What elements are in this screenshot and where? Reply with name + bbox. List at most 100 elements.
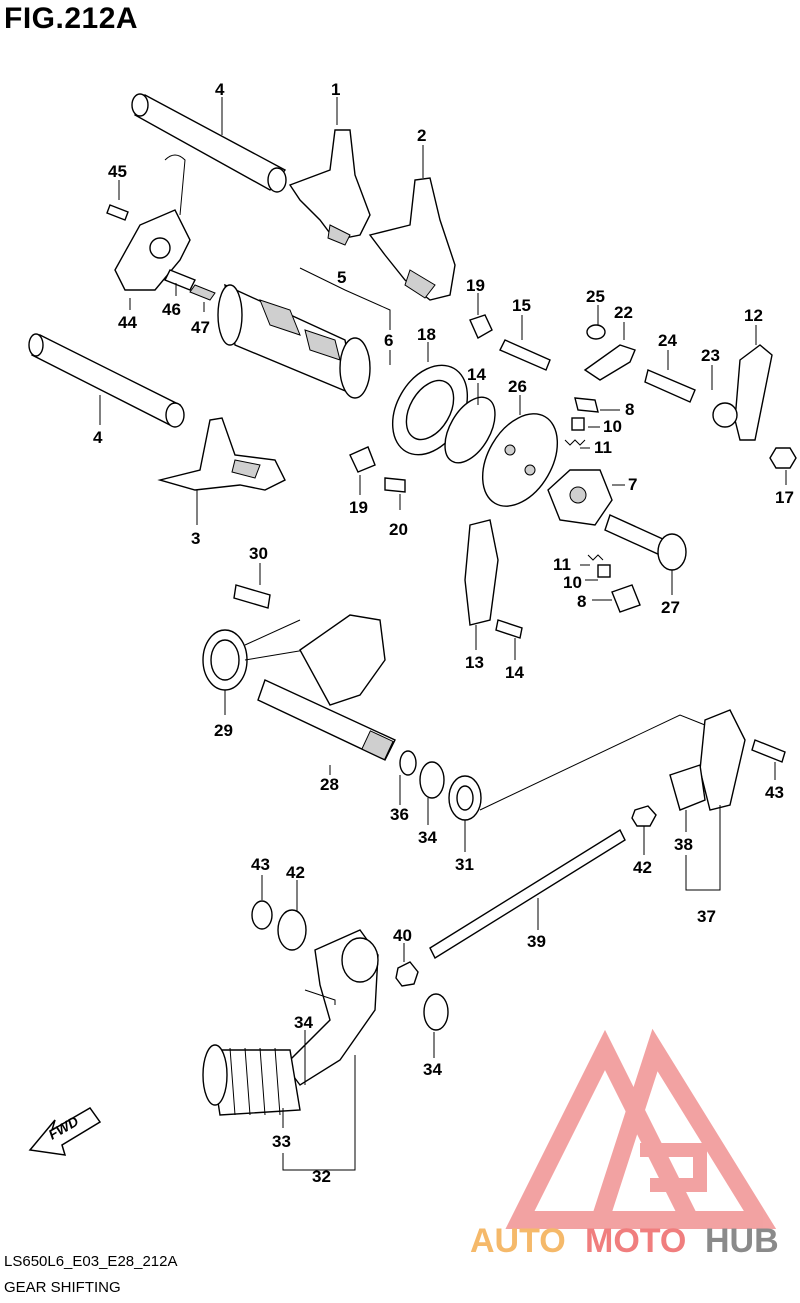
- callout-37: 38: [674, 835, 693, 854]
- part-nut-39: [395, 961, 419, 987]
- part-spring-22: [712, 402, 738, 428]
- part-washer-24: [586, 324, 606, 340]
- figure-code: LS650L6_E03_E28_212A: [4, 1253, 178, 1270]
- watermark-hub: HUB: [705, 1222, 779, 1260]
- callout-30: 31: [455, 855, 474, 874]
- callout-45: 45: [108, 162, 127, 181]
- watermark-text: AUTO MOTO HUB: [470, 1222, 779, 1260]
- part-rod-38: [429, 829, 626, 959]
- callout-21: 22: [614, 303, 633, 322]
- part-bolt-29: [233, 584, 271, 609]
- callout-19-lower: 19: [349, 498, 368, 517]
- watermark-moto: MOTO: [585, 1222, 686, 1260]
- part-fork-3: [157, 417, 286, 491]
- callout-2: 2: [417, 126, 426, 145]
- callout-12: 12: [744, 306, 763, 325]
- part-spring-11-lower: [587, 554, 604, 561]
- callout-32: 33: [272, 1132, 291, 1151]
- part-screw-14: [495, 619, 523, 639]
- callout-39: 40: [393, 926, 412, 945]
- callout-11-upper: 11: [594, 438, 612, 457]
- callout-36: 37: [697, 907, 716, 926]
- callout-29: 30: [249, 544, 268, 563]
- part-washer-42: [277, 909, 307, 951]
- callout-6: 6: [384, 331, 393, 350]
- callout-19-upper: 19: [466, 276, 485, 295]
- part-rubber-32: [202, 1044, 301, 1116]
- part-pin-10-lower: [597, 564, 611, 578]
- callout-16: 15: [512, 296, 531, 315]
- callout-25: 26: [508, 377, 527, 396]
- part-stopper-8: [611, 584, 641, 613]
- part-cam-drum-5: [217, 283, 371, 399]
- callout-43: 43: [251, 855, 270, 874]
- callout-34-upper: 34: [418, 828, 437, 847]
- callout-22: 23: [701, 346, 720, 365]
- callout-8: 8: [577, 592, 586, 611]
- callout-44: 44: [118, 313, 137, 332]
- callout-27: 28: [320, 775, 339, 794]
- part-spring-11: [564, 439, 586, 446]
- callout-17: 17: [775, 488, 794, 507]
- callout-4-upper: 4: [215, 80, 225, 99]
- watermark-auto: AUTO: [470, 1222, 566, 1260]
- part-screw-20: [384, 477, 406, 493]
- callout-23: 24: [658, 331, 677, 350]
- part-spring-28: [202, 619, 306, 691]
- callout-18: 18: [417, 325, 436, 344]
- callout-40: 42: [633, 858, 652, 877]
- watermark-logo: [505, 1028, 777, 1229]
- part-pin-16: [499, 339, 551, 371]
- callout-28: 29: [214, 721, 233, 740]
- part-washer-34-lower: [423, 993, 449, 1031]
- leader-lines: [99, 97, 787, 1171]
- part-stopper-9: [574, 397, 599, 413]
- part-seal-30: [448, 775, 482, 821]
- callout-31: 32: [312, 1167, 331, 1186]
- callout-34-lower: 34: [423, 1060, 442, 1079]
- part-clip-43: [251, 900, 273, 930]
- part-lever-37: [669, 709, 746, 811]
- part-plate-19-upper: [469, 314, 493, 339]
- callout-7: 7: [628, 475, 637, 494]
- part-bolt-26: [604, 514, 687, 571]
- callout-4-lower: 4: [93, 428, 103, 447]
- callout-5: 5: [337, 268, 346, 287]
- callout-26: 27: [661, 598, 680, 617]
- part-shaft-4-upper: [131, 93, 287, 193]
- callout-9: 8: [625, 400, 634, 419]
- part-clip-35: [399, 750, 417, 776]
- callout-13: 13: [465, 653, 484, 672]
- part-plate-13: [464, 519, 499, 626]
- part-washer-34-upper: [419, 761, 445, 799]
- part-nut-17: [769, 447, 797, 469]
- callout-20: 20: [389, 520, 408, 539]
- part-ring-15: [444, 396, 496, 464]
- callout-1: 1: [331, 80, 340, 99]
- part-bolt-23: [644, 369, 696, 403]
- part-cam-7: [547, 469, 613, 526]
- figure-title: FIG.212A: [4, 2, 139, 35]
- part-shaft-4-lower: [28, 333, 185, 428]
- part-bolt-41: [751, 739, 786, 763]
- callout-47: 47: [191, 318, 210, 337]
- callout-11-lower: 11: [553, 555, 571, 574]
- part-fork-1: [288, 129, 371, 246]
- figure-name: GEAR SHIFTING: [4, 1279, 121, 1296]
- callout-41: 43: [765, 783, 784, 802]
- callout-14: 14: [505, 663, 524, 682]
- part-plate-12: [734, 344, 773, 441]
- fwd-arrow-icon: FWD: [28, 1107, 102, 1156]
- callout-10-upper: 10: [603, 417, 622, 436]
- part-shift-shaft-27: [257, 614, 396, 761]
- callout-42: 42: [286, 863, 305, 882]
- callout-33: 34: [294, 1013, 313, 1032]
- part-pin-10: [571, 417, 585, 431]
- part-stopper-44: [106, 154, 216, 301]
- callout-3: 3: [191, 529, 200, 548]
- callout-24: 25: [586, 287, 605, 306]
- callout-10-lower: 10: [563, 573, 582, 592]
- part-nut-40: [631, 805, 657, 827]
- part-lever-21: [583, 344, 636, 381]
